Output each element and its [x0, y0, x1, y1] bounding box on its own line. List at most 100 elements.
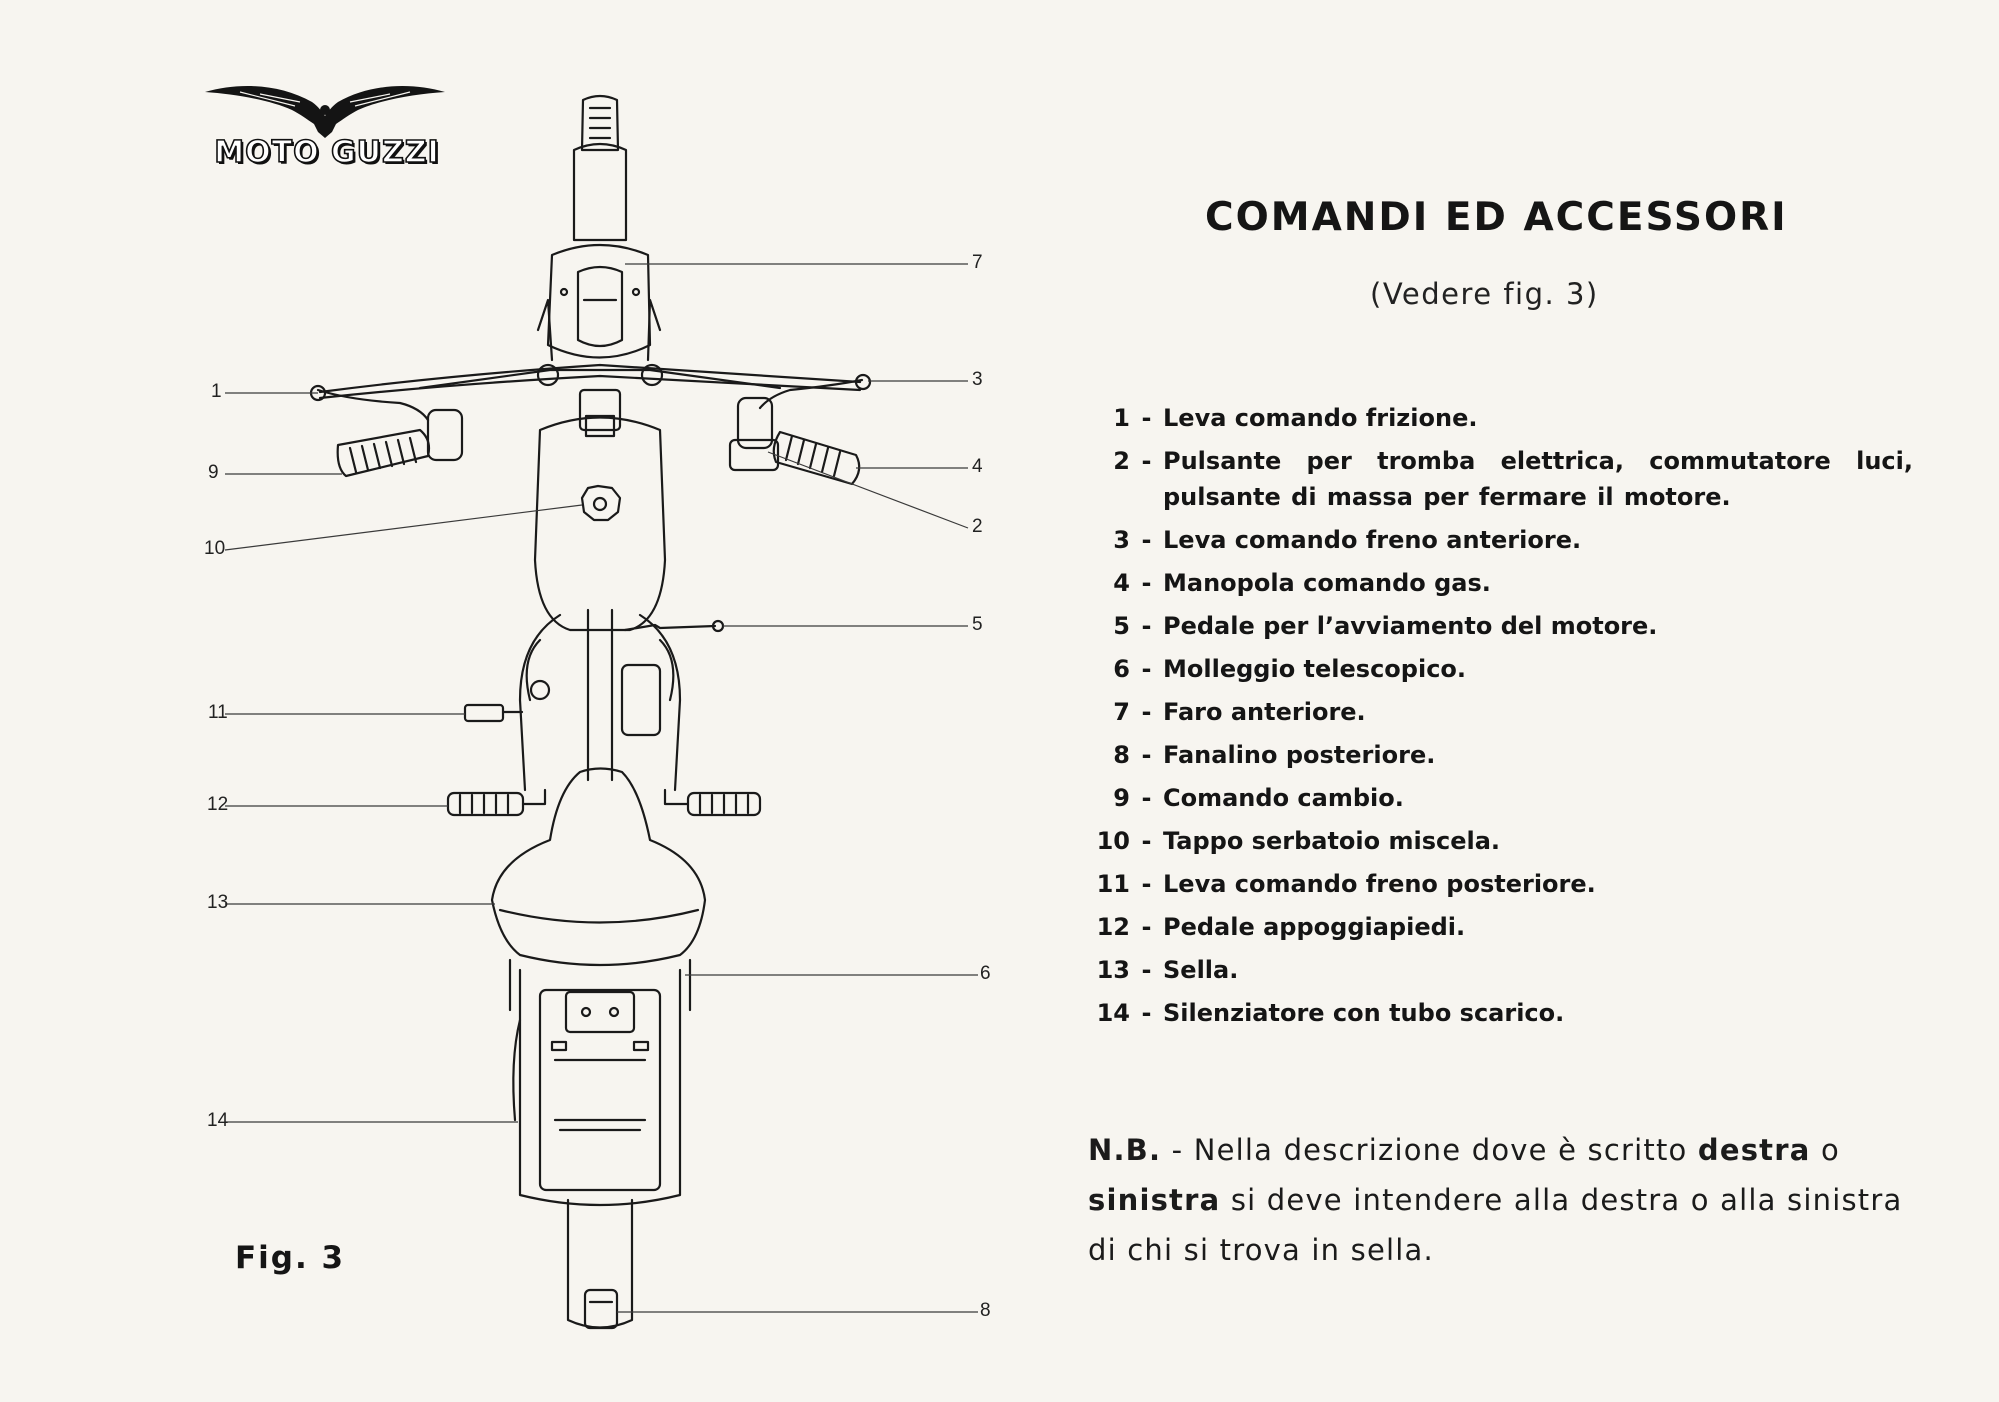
eagle-emblem-icon — [205, 86, 445, 138]
legend-item: 9-Comando cambio. — [1080, 780, 1920, 816]
legend-number: 6 — [1113, 655, 1130, 683]
leader-line-2 — [767, 451, 969, 529]
callout-9: 9 — [208, 462, 219, 483]
note-paragraph: N.B. - Nella descrizione dove è scritto … — [1088, 1125, 1918, 1275]
headlight — [576, 265, 624, 348]
note-text-2: o — [1820, 1133, 1840, 1167]
legend-description: Pulsante per tromba elettrica, commutato… — [1163, 447, 1913, 511]
legend-description: Tappo serbatoio miscela. — [1163, 827, 1501, 855]
legend-separator: - — [1141, 913, 1152, 941]
note-text-3: si deve intendere alla destra o alla sin… — [1088, 1183, 1903, 1267]
figure-caption: Fig. 3 — [235, 1240, 346, 1276]
callout-1: 1 — [211, 381, 222, 402]
legend-description: Sella. — [1163, 956, 1239, 984]
legend-description: Pedale appoggiapiedi. — [1163, 913, 1466, 941]
legend-separator: - — [1141, 655, 1152, 683]
legend-description: Pedale per l’avviamento del motore. — [1163, 612, 1658, 640]
callout-8: 8 — [980, 1300, 991, 1321]
page-subtitle: (Vedere fig. 3) — [1370, 277, 1599, 311]
legend-separator: - — [1141, 526, 1152, 554]
motorcycle-diagram: 1 9 10 11 12 13 14 7 3 4 2 5 6 8 Fig. 3 — [204, 94, 991, 1330]
legend-separator: - — [1141, 698, 1152, 726]
legend-description: Manopola comando gas. — [1163, 569, 1491, 597]
legend-number: 9 — [1113, 784, 1130, 812]
right-switch-block — [736, 396, 774, 450]
legend-item: 2-Pulsante per tromba elettrica, commuta… — [1080, 443, 1920, 515]
callout-7: 7 — [972, 252, 983, 273]
legend-number: 14 — [1096, 999, 1130, 1027]
callout-12: 12 — [207, 794, 229, 815]
front-fender — [572, 142, 628, 242]
legend-number: 10 — [1096, 827, 1130, 855]
legend-number: 5 — [1113, 612, 1130, 640]
handlebar — [318, 363, 862, 394]
note-bold-destra: destra — [1697, 1133, 1811, 1167]
legend-description: Faro anteriore. — [1163, 698, 1366, 726]
note-separator: - — [1171, 1133, 1184, 1167]
legend-description: Leva comando freno posteriore. — [1163, 870, 1596, 898]
legend-separator: - — [1141, 784, 1152, 812]
callout-3: 3 — [972, 369, 983, 390]
legend-item: 6-Molleggio telescopico. — [1080, 651, 1920, 687]
legend-separator: - — [1141, 612, 1152, 640]
moto-guzzi-logo: MOTO GUZZI — [200, 80, 450, 180]
callout-5: 5 — [972, 614, 983, 635]
exhaust-silencer — [512, 1018, 522, 1122]
legend-item: 8-Fanalino posteriore. — [1080, 737, 1920, 773]
right-brake-lever — [758, 378, 864, 410]
legend-separator: - — [1141, 956, 1152, 984]
legend-separator: - — [1141, 447, 1152, 475]
front-tyre — [580, 94, 620, 152]
rear-brake-lever — [463, 703, 505, 723]
filler-cap — [580, 484, 622, 522]
legend-number: 13 — [1096, 956, 1130, 984]
legend-number: 1 — [1113, 404, 1130, 432]
seat — [490, 767, 707, 967]
legend-item: 1-Leva comando frizione. — [1080, 400, 1920, 436]
page-title: COMANDI ED ACCESSORI — [1205, 195, 1788, 240]
rear-tyre — [566, 1198, 634, 1329]
fuel-tank — [533, 416, 667, 632]
rear-fender — [518, 968, 682, 1207]
legend-description: Molleggio telescopico. — [1163, 655, 1467, 683]
callout-10: 10 — [204, 538, 226, 559]
legend-item: 5-Pedale per l’avviamento del motore. — [1080, 608, 1920, 644]
note-text-1: Nella descrizione dove è scritto — [1193, 1133, 1688, 1167]
note-label: N.B. — [1088, 1133, 1162, 1167]
motorcycle-drawing — [224, 94, 978, 1330]
headlight-housing — [546, 243, 652, 359]
legend-separator: - — [1141, 404, 1152, 432]
note-bold-sinistra: sinistra — [1088, 1183, 1221, 1217]
legend-number: 11 — [1096, 870, 1130, 898]
legend-list: 1-Leva comando frizione. 2-Pulsante per … — [1080, 400, 1920, 1038]
tail-light — [583, 1288, 619, 1330]
legend-item: 10-Tappo serbatoio miscela. — [1080, 823, 1920, 859]
legend-description: Leva comando freno anteriore. — [1163, 526, 1582, 554]
legend-number: 8 — [1113, 741, 1130, 769]
legend-separator: - — [1141, 999, 1152, 1027]
legend-separator: - — [1141, 741, 1152, 769]
legend-description: Fanalino posteriore. — [1163, 741, 1436, 769]
legend-item: 12-Pedale appoggiapiedi. — [1080, 909, 1920, 945]
left-switch-block — [426, 408, 464, 462]
callout-13: 13 — [207, 892, 229, 913]
callout-4: 4 — [972, 456, 983, 477]
legend-number: 4 — [1113, 569, 1130, 597]
legend-separator: - — [1141, 827, 1152, 855]
luggage-carrier — [538, 988, 662, 1192]
logo-text: MOTO GUZZI — [213, 134, 440, 171]
legend-item: 4-Manopola comando gas. — [1080, 565, 1920, 601]
legend-description: Comando cambio. — [1163, 784, 1404, 812]
legend-item: 11-Leva comando freno posteriore. — [1080, 866, 1920, 902]
legend-number: 7 — [1113, 698, 1130, 726]
legend-separator: - — [1141, 569, 1152, 597]
left-brake-lever — [316, 388, 430, 422]
left-grip — [336, 428, 431, 478]
legend-description: Leva comando frizione. — [1163, 404, 1478, 432]
legend-number: 3 — [1113, 526, 1130, 554]
legend-description: Silenziatore con tubo scarico. — [1163, 999, 1565, 1027]
legend-item: 3-Leva comando freno anteriore. — [1080, 522, 1920, 558]
leader-line-10 — [224, 504, 583, 551]
callout-14: 14 — [207, 1110, 229, 1131]
legend-number: 2 — [1113, 447, 1130, 475]
